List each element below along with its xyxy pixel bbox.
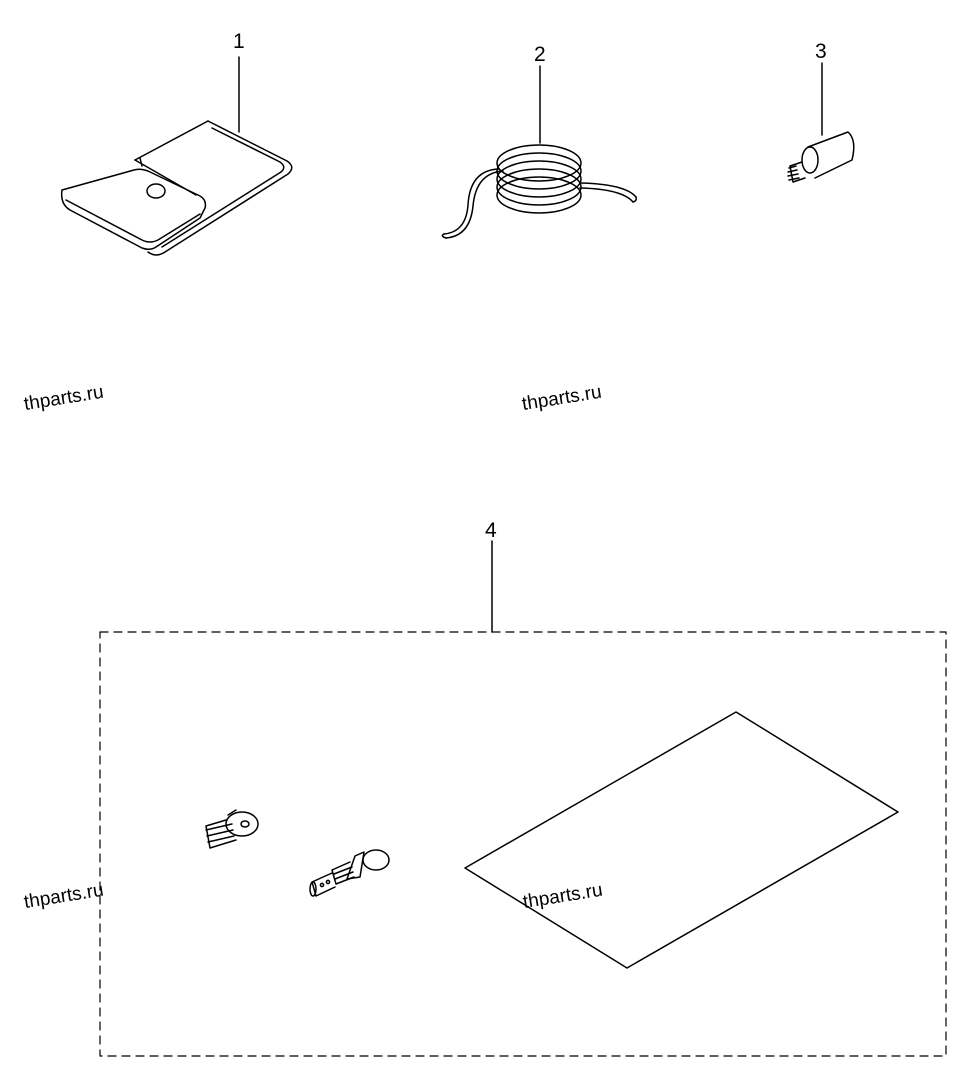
- sheet-icon: [464, 711, 899, 969]
- needle-jet-icon: [309, 849, 390, 897]
- pouch-icon: [60, 120, 293, 256]
- callout-1: 1: [233, 30, 245, 53]
- callout-2: 2: [534, 43, 546, 66]
- coiled-wire-icon: [441, 144, 637, 239]
- threaded-pin-icon: [787, 131, 855, 183]
- callout-4: 4: [485, 519, 497, 542]
- pouch-snap-button: [146, 183, 166, 199]
- callout-3: 3: [815, 40, 827, 63]
- kit-group-box: [99, 631, 947, 1057]
- jet-icon: [205, 809, 259, 849]
